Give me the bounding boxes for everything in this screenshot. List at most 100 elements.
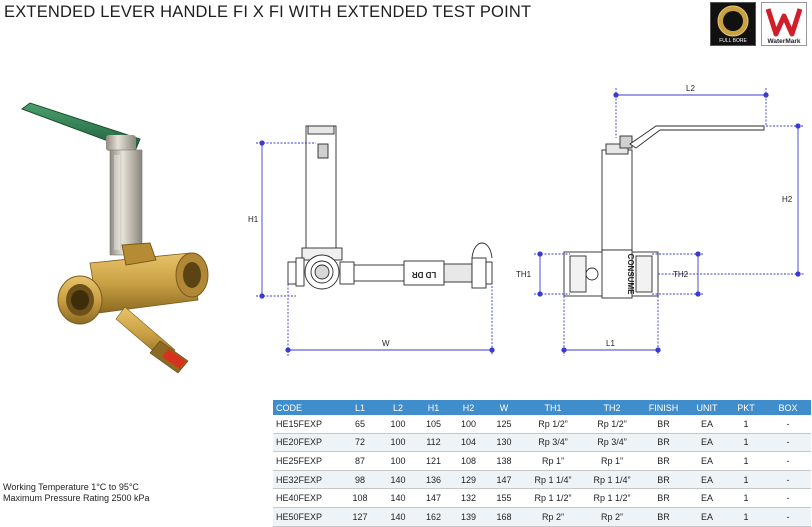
- table-cell: 162: [416, 507, 451, 527]
- table-cell: 1: [727, 470, 765, 490]
- column-header: CODE: [273, 400, 340, 415]
- column-header: BOX: [765, 400, 811, 415]
- table-cell: Rp 1 1/4”: [584, 470, 640, 490]
- table-cell: HE40FEXP: [273, 488, 340, 508]
- table-cell: BR: [640, 415, 687, 434]
- table-cell: 104: [451, 433, 486, 453]
- table-cell: BR: [640, 433, 687, 453]
- table-cell: Rp 1 1/4”: [522, 470, 584, 490]
- table-cell: 1: [727, 451, 765, 471]
- table-row: HE50FEXP 127 140 162 139 168 Rp 2” Rp 2”…: [273, 507, 811, 527]
- table-cell: HE50FEXP: [273, 507, 340, 527]
- table-cell: 98: [340, 470, 380, 490]
- table-cell: EA: [687, 415, 727, 434]
- table-row: HE32FEXP 98 140 136 129 147 Rp 1 1/4” Rp…: [273, 470, 811, 490]
- table-cell: BR: [640, 488, 687, 508]
- table-cell: 72: [340, 433, 380, 453]
- table-cell: Rp 1”: [522, 451, 584, 471]
- column-header: TH1: [522, 400, 584, 415]
- table-cell: 140: [380, 488, 416, 508]
- table-cell: 100: [380, 451, 416, 471]
- spec-table: CODE L1 L2 H1 H2 W TH1 TH2 FINISH UNIT P…: [273, 400, 811, 527]
- table-cell: 136: [416, 470, 451, 490]
- table-cell: Rp 1 1/2”: [584, 488, 640, 508]
- table-cell: 129: [451, 470, 486, 490]
- column-header: H2: [451, 400, 486, 415]
- working-temperature: Working Temperature 1°C to 95°C: [3, 482, 139, 492]
- technical-drawing: LD DR H1 W CONSUME: [248, 84, 804, 356]
- table-cell: Rp 2”: [584, 507, 640, 527]
- table-cell: Rp 3/4”: [522, 433, 584, 453]
- full-bore-logo: FULL BORE: [710, 2, 756, 46]
- table-cell: BR: [640, 507, 687, 527]
- operating-specs: Working Temperature 1°C to 95°C Maximum …: [3, 482, 150, 504]
- table-cell: EA: [687, 470, 727, 490]
- table-row: HE20FEXP 72 100 112 104 130 Rp 3/4” Rp 3…: [273, 433, 811, 453]
- table-cell: 168: [486, 507, 522, 527]
- table-cell: 1: [727, 488, 765, 508]
- table-cell: -: [765, 415, 811, 434]
- dim-label-l1: L1: [606, 339, 615, 348]
- table-cell: 1: [727, 507, 765, 527]
- table-cell: 140: [380, 470, 416, 490]
- column-header: TH2: [584, 400, 640, 415]
- table-cell: 87: [340, 451, 380, 471]
- table-cell: HE32FEXP: [273, 470, 340, 490]
- column-header: L1: [340, 400, 380, 415]
- table-cell: -: [765, 470, 811, 490]
- table-cell: 1: [727, 433, 765, 453]
- full-bore-label: FULL BORE: [719, 38, 747, 44]
- table-cell: EA: [687, 507, 727, 527]
- table-cell: BR: [640, 451, 687, 471]
- dim-label-th1: TH1: [516, 270, 532, 279]
- table-cell: 155: [486, 488, 522, 508]
- table-cell: 147: [416, 488, 451, 508]
- table-cell: 140: [380, 507, 416, 527]
- table-cell: EA: [687, 488, 727, 508]
- dim-label-h2: H2: [782, 195, 793, 204]
- table-cell: 127: [340, 507, 380, 527]
- table-cell: BR: [640, 470, 687, 490]
- table-cell: Rp 1/2”: [522, 415, 584, 434]
- column-header: W: [486, 400, 522, 415]
- table-cell: 138: [486, 451, 522, 471]
- column-header: FINISH: [640, 400, 687, 415]
- dim-label-w: W: [382, 339, 390, 348]
- table-cell: 132: [451, 488, 486, 508]
- table-cell: HE25FEXP: [273, 451, 340, 471]
- table-cell: -: [765, 488, 811, 508]
- table-row: HE40FEXP 108 140 147 132 155 Rp 1 1/2” R…: [273, 488, 811, 508]
- table-cell: 108: [340, 488, 380, 508]
- table-cell: 125: [486, 415, 522, 434]
- column-header: H1: [416, 400, 451, 415]
- column-header: L2: [380, 400, 416, 415]
- table-cell: Rp 2”: [522, 507, 584, 527]
- table-row: HE15FEXP 65 100 105 100 125 Rp 1/2” Rp 1…: [273, 415, 811, 434]
- table-cell: Rp 1 1/2”: [522, 488, 584, 508]
- column-header: UNIT: [687, 400, 727, 415]
- watermark-logo: WaterMark: [761, 2, 807, 46]
- table-cell: 105: [416, 415, 451, 434]
- table-cell: EA: [687, 451, 727, 471]
- column-header: PKT: [727, 400, 765, 415]
- product-photo: [20, 102, 209, 374]
- svg-text:CONSUME: CONSUME: [626, 254, 635, 296]
- table-cell: 108: [451, 451, 486, 471]
- table-cell: 65: [340, 415, 380, 434]
- table-cell: -: [765, 451, 811, 471]
- table-cell: Rp 1”: [584, 451, 640, 471]
- page-title: EXTENDED LEVER HANDLE FI X FI WITH EXTEN…: [4, 3, 532, 21]
- table-cell: 147: [486, 470, 522, 490]
- table-cell: 139: [451, 507, 486, 527]
- dim-label-th2: TH2: [673, 270, 689, 279]
- table-cell: 130: [486, 433, 522, 453]
- max-pressure: Maximum Pressure Rating 2500 kPa: [3, 493, 150, 503]
- table-cell: 112: [416, 433, 451, 453]
- table-cell: Rp 3/4”: [584, 433, 640, 453]
- table-row: HE25FEXP 87 100 121 108 138 Rp 1” Rp 1” …: [273, 451, 811, 471]
- watermark-label: WaterMark: [768, 38, 801, 45]
- table-cell: 100: [451, 415, 486, 434]
- svg-text:LD DR: LD DR: [412, 270, 437, 279]
- table-cell: HE15FEXP: [273, 415, 340, 434]
- table-cell: -: [765, 433, 811, 453]
